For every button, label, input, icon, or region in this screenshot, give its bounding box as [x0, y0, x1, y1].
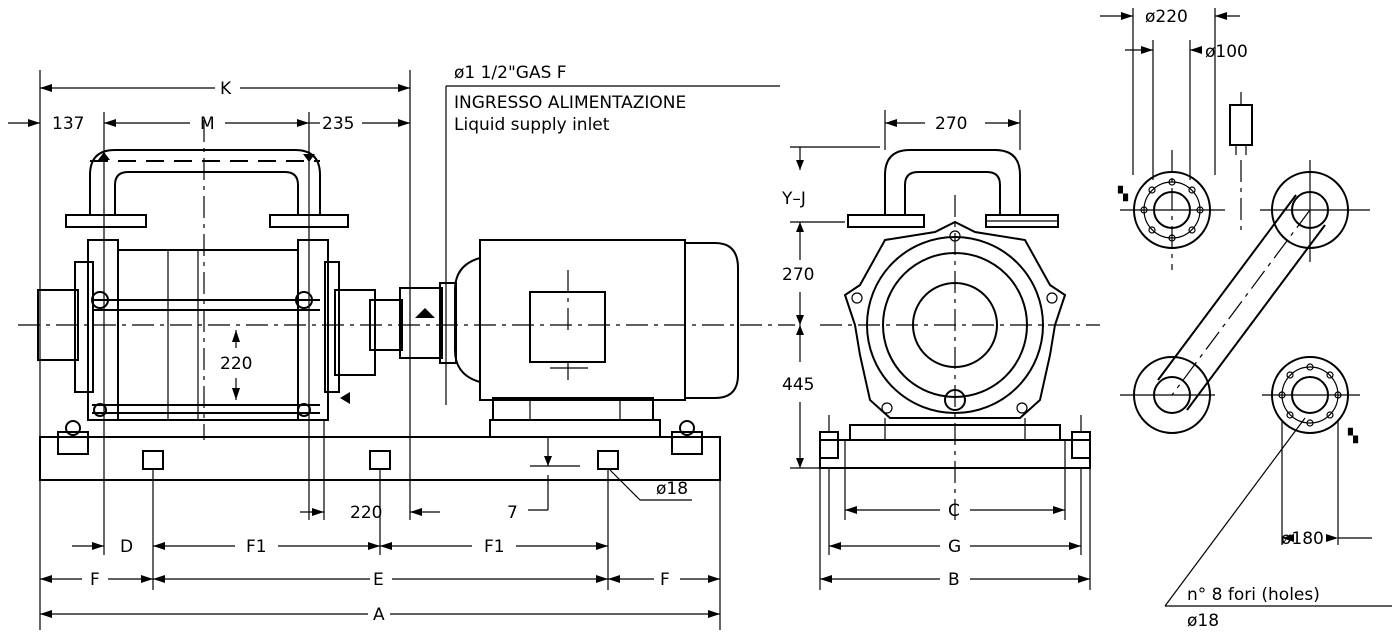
side-dim-270-width: 270: [935, 114, 967, 134]
side-dim-445: 445: [782, 375, 814, 395]
dim-7: 7: [507, 503, 518, 523]
dim-f1-right: F1: [484, 537, 505, 557]
flange-dia-220: ø220: [1145, 7, 1188, 27]
flange-dia-100: ø100: [1205, 42, 1248, 62]
dim-220-offset: 220: [350, 503, 382, 523]
flange-bolt-circle-180: ø180: [1281, 529, 1324, 549]
manifold-pipe: [89, 149, 321, 215]
inlet-size-label: ø1 1/2"GAS F: [454, 63, 567, 83]
holes-dia: ø18: [1187, 611, 1219, 631]
side-dim-c: C: [948, 501, 960, 521]
side-foot-bolt: [819, 431, 839, 459]
dim-a: A: [373, 605, 385, 625]
side-casing: [843, 220, 1067, 419]
side-view: 270 Y–J 270 445 C G B: [781, 110, 1100, 590]
coupling: [334, 289, 376, 376]
dim-f-left: F: [90, 570, 100, 590]
side-foot-bolt: [1071, 431, 1091, 459]
motor-nose: [454, 256, 481, 384]
motor-body: [479, 239, 686, 401]
pump-casing: [117, 249, 299, 421]
dim-d: D: [120, 537, 133, 557]
dim-235: 235: [322, 114, 354, 134]
dim-220-height: 220: [220, 354, 252, 374]
front-view: K 137 M 235 ø1 1/2"GAS F INGRESSO ALIMEN…: [8, 63, 795, 630]
inlet-label-en: Liquid supply inlet: [454, 115, 610, 135]
svg-text:▚: ▚: [1117, 185, 1129, 202]
dim-k: K: [220, 79, 232, 99]
svg-text:▚: ▚: [1347, 427, 1359, 444]
foot-bolt: [671, 431, 703, 455]
flange-left: [65, 214, 147, 228]
holes-note: n° 8 fori (holes): [1187, 585, 1320, 605]
slot-hole-dia: ø18: [656, 479, 688, 499]
side-dim-b: B: [948, 570, 960, 590]
dim-137: 137: [52, 114, 84, 134]
foot-bolt: [57, 431, 89, 455]
base-slot: [142, 450, 164, 470]
side-dim-270-height: 270: [782, 265, 814, 285]
side-dim-g: G: [948, 537, 961, 557]
flange-detail-view: ø220 ø100 ▚: [1100, 7, 1392, 631]
dim-m: M: [200, 114, 215, 134]
base-slot: [597, 450, 619, 470]
base-slot: [369, 450, 391, 470]
motor-foot: [492, 397, 654, 421]
dim-f-right: F: [660, 570, 670, 590]
side-dim-yj: Y–J: [781, 189, 806, 209]
dim-e: E: [373, 570, 384, 590]
inlet-label-it: INGRESSO ALIMENTAZIONE: [454, 93, 686, 113]
inlet-arrow: [415, 308, 435, 318]
dim-f1-left: F1: [246, 537, 267, 557]
